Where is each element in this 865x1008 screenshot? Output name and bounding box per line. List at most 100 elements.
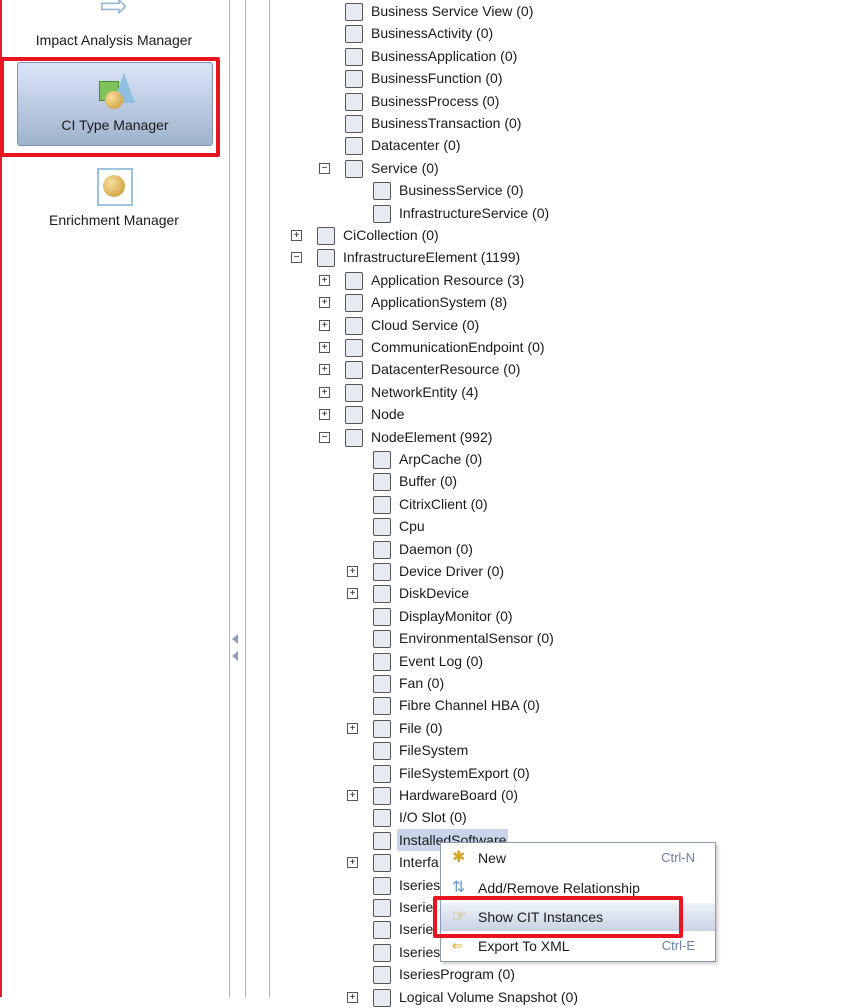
menu-item-new[interactable]: ✱ New Ctrl-N (441, 844, 715, 872)
menu-shortcut: Ctrl-E (661, 938, 695, 953)
expand-icon[interactable]: + (347, 991, 358, 1003)
ci-type-icon (373, 675, 391, 693)
expand-icon[interactable]: + (319, 274, 330, 286)
expand-icon[interactable]: + (291, 230, 302, 241)
shapes-icon (95, 73, 135, 111)
expand-icon[interactable]: + (319, 409, 330, 421)
expand-icon[interactable]: + (347, 588, 358, 600)
cube-icon (94, 166, 134, 206)
tree-node-label: Iseries (399, 876, 441, 893)
tree-node-label: Iseries (399, 943, 441, 960)
ci-type-icon (345, 271, 363, 290)
tree-node-label: DiskDevice (399, 585, 470, 602)
tree-node-label: Fibre Channel HBA (0) (399, 697, 540, 714)
ci-type-icon (373, 563, 391, 581)
context-menu: ✱ New Ctrl-N ⇅ Add/Remove Relationship ☞… (440, 842, 716, 962)
ci-type-icon (345, 316, 363, 335)
ci-type-icon (373, 652, 391, 671)
ci-type-icon (373, 854, 391, 873)
ci-type-icon (345, 383, 363, 402)
tree-node-label: Buffer (0) (399, 473, 458, 490)
ci-type-icon (317, 249, 335, 268)
nav-impact-analysis-manager[interactable]: ⇨ Impact Analysis Manager (17, 0, 211, 48)
ci-type-icon (345, 47, 363, 66)
highlight-ci-type-manager (0, 57, 220, 157)
ci-type-icon (373, 943, 391, 962)
tree-node-label: Cpu (399, 518, 425, 535)
nav-label: Impact Analysis Manager (35, 32, 193, 48)
tree-node-label: CitrixClient (0) (399, 495, 488, 512)
expand-icon[interactable]: + (347, 722, 358, 734)
tree-node-label: InfrastructureElement (1199) (343, 249, 521, 266)
tree-node-label: Node (371, 406, 405, 423)
collapse-left-icon[interactable] (232, 651, 238, 661)
tree-node-label: Datacenter (0) (371, 137, 461, 154)
tree-node-label: Fan (0) (399, 675, 445, 691)
tree-node-label: Iserie (399, 899, 434, 915)
menu-item-add-remove-relationship[interactable]: ⇅ Add/Remove Relationship (441, 874, 715, 902)
menu-item-show-cit-instances[interactable]: ☞ Show CIT Instances (441, 903, 715, 931)
highlight-show-cit-instances (433, 896, 683, 938)
tree-node-label: FileSystemExport (0) (399, 764, 530, 781)
tree-node-label: DatacenterResource (0) (371, 361, 521, 378)
ci-type-icon (373, 473, 391, 492)
ci-type-icon (345, 339, 363, 357)
tree-node-label: Business Service View (0) (371, 3, 534, 19)
collapse-left-icon[interactable] (232, 634, 238, 644)
tree-node-label: I/O Slot (0) (399, 809, 467, 826)
tree-node-label: BusinessActivity (0) (371, 25, 494, 42)
left-navigation-panel: ⇨ Impact Analysis Manager CI Type Manage… (0, 0, 230, 997)
tree-node-label: FileSystem (399, 742, 469, 759)
tree-node-label: Event Log (0) (399, 652, 484, 669)
tree-node-label: Cloud Service (0) (371, 316, 480, 333)
ci-type-icon (373, 630, 391, 649)
ci-type-icon (373, 585, 391, 604)
collapse-icon[interactable]: − (291, 252, 302, 264)
expand-icon[interactable]: + (319, 319, 330, 331)
tree-node-label: IseriesProgram (0) (399, 966, 515, 983)
tree-node-label: BusinessApplication (0) (371, 47, 518, 64)
expand-icon[interactable]: + (319, 364, 330, 376)
ci-type-icon (345, 25, 363, 44)
export-xml-icon: ⇐ (452, 938, 463, 953)
relationship-icon: ⇅ (452, 879, 466, 896)
expand-icon[interactable]: + (319, 297, 330, 309)
ci-type-icon (345, 92, 363, 111)
divider (245, 0, 246, 997)
nav-ci-type-manager[interactable]: CI Type Manager (17, 62, 213, 146)
ci-type-icon (373, 451, 391, 469)
ci-type-icon (373, 988, 391, 1007)
ci-type-icon (373, 809, 391, 828)
expand-icon[interactable]: + (347, 790, 358, 801)
collapse-icon[interactable]: − (319, 162, 330, 174)
menu-shortcut: Ctrl-N (661, 850, 695, 865)
tree-node-label: Device Driver (0) (399, 563, 505, 579)
divider (229, 0, 230, 997)
ci-type-icon (373, 518, 391, 537)
expand-icon[interactable]: + (347, 566, 358, 577)
expand-icon[interactable]: + (347, 857, 358, 869)
menu-label: Show CIT Instances (478, 909, 604, 925)
tree-node-label: BusinessFunction (0) (371, 70, 503, 87)
ci-type-icon (373, 787, 391, 805)
tree-node-label: HardwareBoard (0) (399, 787, 519, 803)
ci-type-icon (373, 607, 391, 626)
menu-item-export-to-xml[interactable]: ⇐ Export To XML Ctrl-E (441, 932, 715, 960)
ci-type-icon (373, 966, 391, 985)
collapse-icon[interactable]: − (319, 431, 330, 443)
expand-icon[interactable]: + (319, 342, 330, 353)
ci-type-icon (345, 406, 363, 425)
tree-node-label: Iserie (399, 921, 434, 938)
expand-icon[interactable]: + (319, 386, 330, 398)
ci-type-icon (373, 719, 391, 738)
ci-type-icon (373, 697, 391, 716)
ci-type-icon (373, 495, 391, 514)
asterisk-icon: ✱ (452, 849, 466, 866)
nav-enrichment-manager[interactable]: Enrichment Manager (17, 166, 211, 228)
ci-type-icon (373, 540, 391, 559)
ci-type-icon (317, 227, 335, 245)
menu-label: Add/Remove Relationship (478, 880, 640, 896)
ci-type-icon (345, 137, 363, 156)
tree-node-label: ApplicationSystem (8) (371, 294, 508, 311)
tree-node-label: Daemon (0) (399, 540, 473, 557)
